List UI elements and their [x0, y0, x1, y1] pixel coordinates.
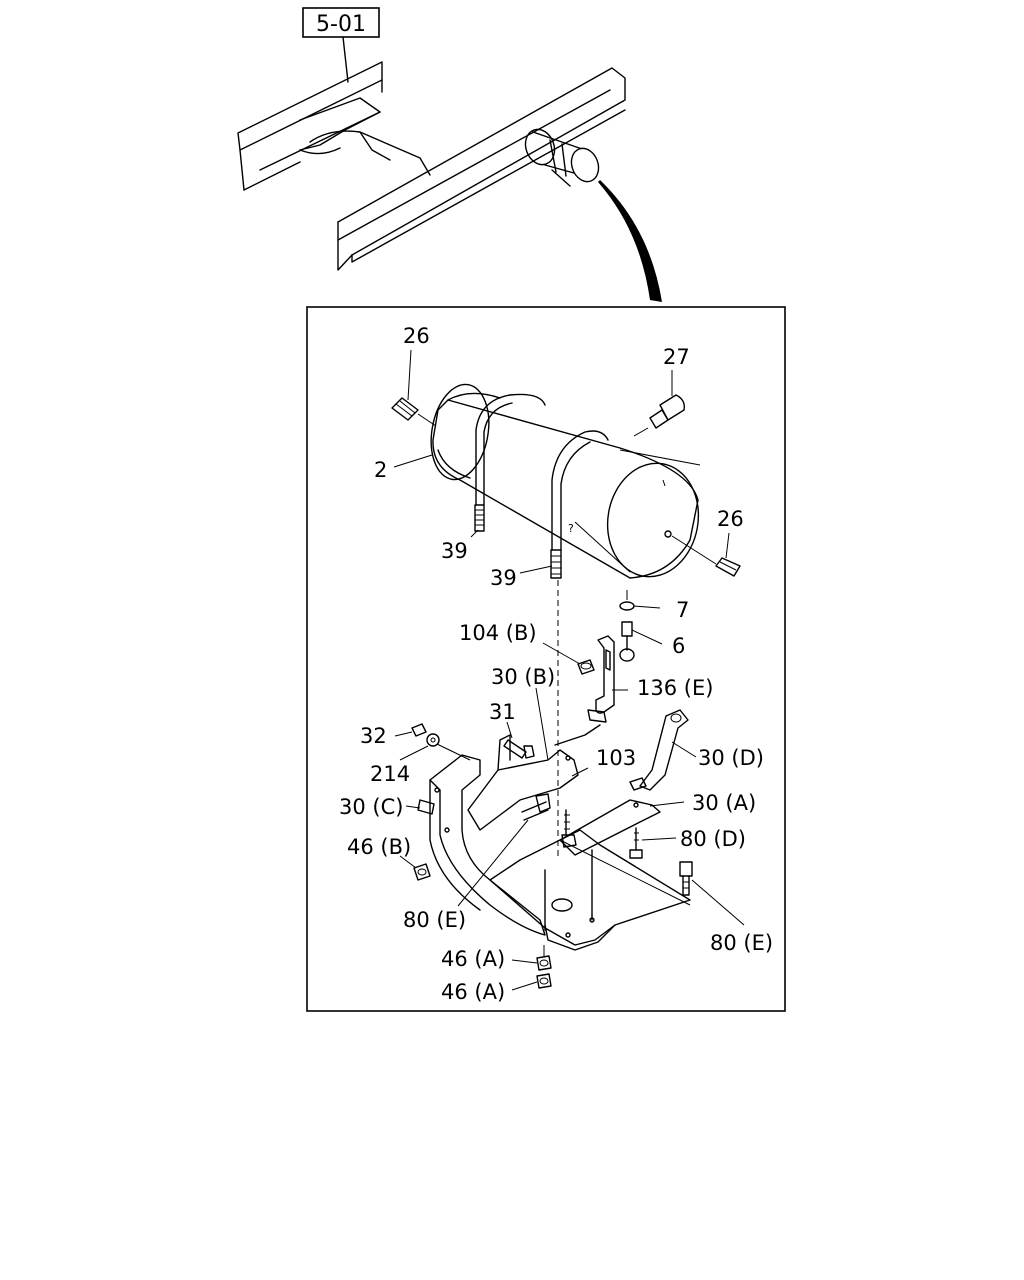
label-6[interactable]: 6 [672, 634, 685, 658]
nut-46a-bottom [536, 973, 552, 989]
reference-box[interactable]: 5-01 [302, 7, 380, 38]
label-26-right[interactable]: 26 [717, 507, 744, 531]
bracket-136e [587, 635, 615, 723]
reference-leader [342, 36, 349, 83]
bolt-80e-right [679, 861, 693, 896]
tank-location-detail [524, 128, 600, 187]
chassis-frame-overview [237, 61, 626, 271]
u-bolt-39-right: ? [550, 430, 609, 579]
washer-214-leader-line [436, 743, 471, 761]
label-26-top[interactable]: 26 [403, 324, 430, 348]
reference-label: 5-01 [316, 12, 366, 37]
nut-104b [577, 659, 595, 675]
label-103[interactable]: 103 [596, 746, 636, 770]
nut-46b [413, 863, 431, 881]
label-136e[interactable]: 136 (E) [637, 676, 713, 700]
bracket-30b [467, 724, 601, 831]
washer-7 [619, 601, 635, 611]
label-46a-bottom[interactable]: 46 (A) [441, 980, 505, 1004]
label-46b[interactable]: 46 (B) [347, 835, 411, 859]
nut-32 [411, 723, 427, 737]
leader-lines [393, 349, 745, 991]
label-7[interactable]: 7 [676, 598, 689, 622]
part-labels: 26 27 2 26 39 39 7 104 (B) 6 30 (B) 136 … [339, 324, 773, 1004]
bolt-80e-left [521, 793, 551, 821]
label-27[interactable]: 27 [663, 345, 690, 369]
base-support-plate [489, 829, 691, 951]
plug-26-right [664, 530, 741, 577]
bolt-103 [561, 809, 577, 848]
label-46a-top[interactable]: 46 (A) [441, 947, 505, 971]
svg-text:?: ? [568, 522, 574, 535]
label-39-left[interactable]: 39 [441, 539, 468, 563]
detail-arrow [598, 180, 662, 302]
label-30d[interactable]: 30 (D) [698, 746, 764, 770]
u-bolt-39-left [474, 393, 546, 532]
bracket-30a [559, 799, 661, 856]
label-30c[interactable]: 30 (C) [339, 795, 403, 819]
label-104b[interactable]: 104 (B) [459, 621, 537, 645]
bracket-30c [417, 754, 546, 936]
bolt-80d [629, 827, 643, 859]
fitting-27 [633, 394, 686, 437]
bolt-31 [503, 739, 535, 759]
label-80e-right[interactable]: 80 (E) [710, 931, 773, 955]
label-31[interactable]: 31 [489, 700, 516, 724]
bracket-30d [629, 709, 689, 791]
label-80e-left[interactable]: 80 (E) [403, 908, 466, 932]
label-30a[interactable]: 30 (A) [692, 791, 756, 815]
label-30b[interactable]: 30 (B) [491, 665, 555, 689]
label-32[interactable]: 32 [360, 724, 387, 748]
plug-26-left [391, 397, 437, 427]
drain-cock-6 [619, 590, 635, 662]
label-214[interactable]: 214 [370, 762, 410, 786]
label-80d[interactable]: 80 (D) [680, 827, 746, 851]
air-tank [430, 383, 701, 579]
detail-frame [306, 306, 786, 1012]
label-2[interactable]: 2 [374, 458, 387, 482]
washer-214 [426, 733, 440, 747]
nut-46a-top [536, 955, 552, 971]
label-39-right[interactable]: 39 [490, 566, 517, 590]
